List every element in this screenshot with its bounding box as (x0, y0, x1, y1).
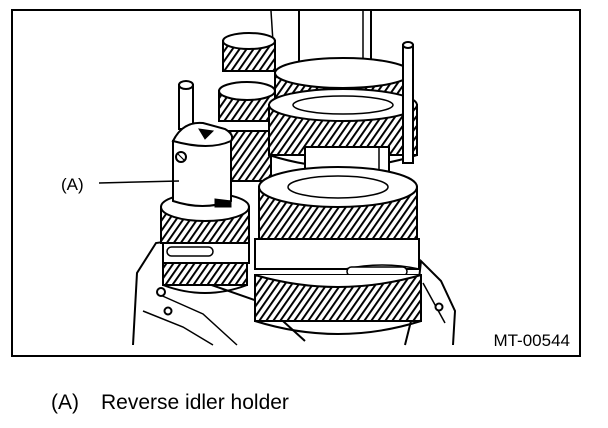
idler-shaft-pin (178, 80, 194, 130)
transmission-illustration: (A) MT-00544 (11, 9, 581, 357)
reverse-idler-gear (160, 192, 250, 294)
caption-marker: (A) (51, 391, 79, 414)
idler-slot-icon (166, 246, 214, 257)
right-pin (402, 41, 414, 164)
figure-code: MT-00544 (493, 331, 570, 350)
caption-description: Reverse idler holder (101, 391, 289, 414)
case-bolt-icon (163, 306, 173, 316)
case-bolt-icon (434, 302, 444, 312)
callout-leader-line (98, 180, 180, 184)
callout-label-a: (A) (61, 175, 84, 194)
upper-left-gear-stack (218, 32, 276, 182)
reverse-idler-holder (171, 121, 234, 208)
figure-caption: (A) Reverse idler holder (51, 391, 289, 415)
gear-assembly-drawing (98, 11, 457, 346)
lower-gear-stack (254, 166, 422, 335)
case-bolt-icon (156, 287, 166, 297)
